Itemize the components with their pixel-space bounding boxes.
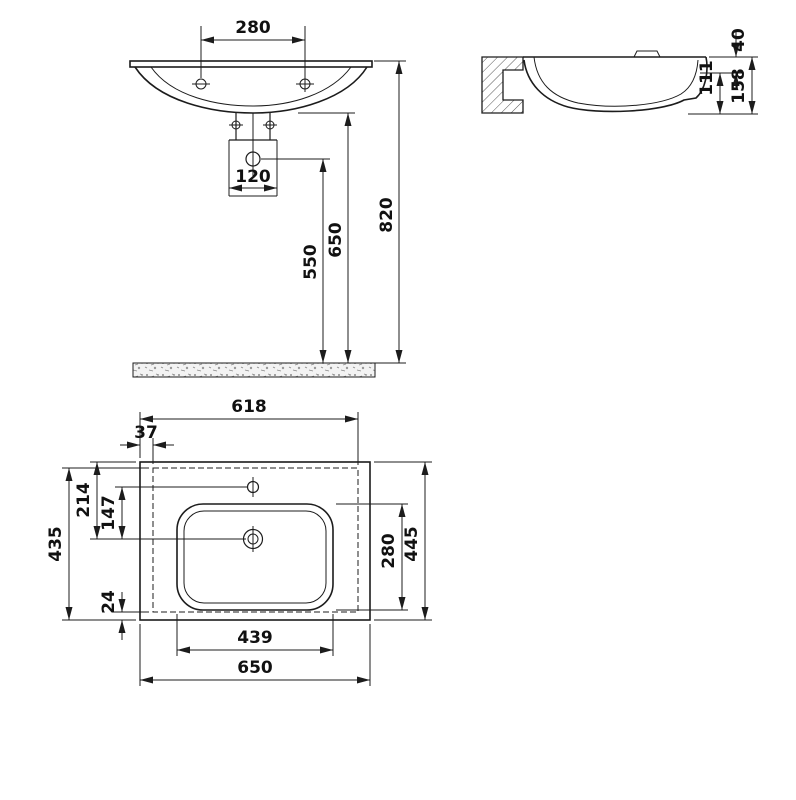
floor-hatch xyxy=(132,362,376,378)
dim-147: 147 xyxy=(99,486,247,539)
basin-outline-plan xyxy=(176,503,334,611)
dim-label-650-plan: 650 xyxy=(237,658,273,678)
plan-view: 618 37 214 147 435 xyxy=(46,397,432,686)
side-view: 40 111 158 xyxy=(481,28,758,115)
dim-label-439: 439 xyxy=(237,628,273,648)
drain-hole-plan xyxy=(242,526,264,552)
dim-650-plan: 650 xyxy=(139,624,371,686)
dim-445: 445 xyxy=(374,461,432,621)
dim-label-650-front: 650 xyxy=(326,222,346,258)
dim-550: 550 xyxy=(261,158,330,363)
dim-435: 435 xyxy=(46,467,149,621)
dim-label-435: 435 xyxy=(46,526,66,562)
dim-label-445: 445 xyxy=(402,526,422,562)
dim-label-158: 158 xyxy=(729,68,749,104)
basin-inner-curve xyxy=(150,66,352,107)
bowl-outer-profile xyxy=(523,56,708,113)
dim-label-280-plan: 280 xyxy=(379,533,399,569)
dim-214: 214 xyxy=(74,461,246,540)
dim-label-24: 24 xyxy=(99,590,119,614)
sink-rim-front xyxy=(129,60,373,68)
dim-820: 820 xyxy=(374,60,406,364)
dim-439: 439 xyxy=(176,614,334,656)
drain-outlet-front xyxy=(228,113,278,197)
dim-label-147: 147 xyxy=(99,495,119,531)
front-view: 120 280 550 650 820 xyxy=(129,18,406,378)
dim-label-111: 111 xyxy=(697,60,717,96)
dim-label-550: 550 xyxy=(301,244,321,280)
dim-label-618: 618 xyxy=(231,397,267,417)
bowl-inner-profile xyxy=(533,56,699,107)
faucet-hole-left xyxy=(192,78,210,90)
dim-label-214: 214 xyxy=(74,482,94,518)
dim-280-front: 280 xyxy=(200,18,306,78)
tap-hole-section xyxy=(633,50,661,58)
dim-label-820: 820 xyxy=(377,197,397,233)
dim-label-120: 120 xyxy=(235,167,271,187)
dim-24: 24 xyxy=(99,590,149,640)
dim-111: 111 xyxy=(697,60,724,114)
dim-40: 40 xyxy=(729,28,749,87)
dim-618: 618 xyxy=(139,397,359,465)
dim-37: 37 xyxy=(120,423,174,464)
dim-label-280-front: 280 xyxy=(235,18,271,38)
basin-inner-rim-plan xyxy=(183,510,327,604)
hidden-edge-outline xyxy=(152,467,359,613)
faucet-hole-right xyxy=(296,76,314,92)
faucet-hole-plan xyxy=(246,477,260,497)
wall-bracket-section xyxy=(481,56,524,114)
dim-650-front: 650 xyxy=(298,112,355,363)
dim-label-37: 37 xyxy=(134,423,158,443)
dim-158: 158 xyxy=(729,57,756,114)
countertop-outline xyxy=(139,461,371,621)
dim-120: 120 xyxy=(229,167,277,192)
dim-280-plan: 280 xyxy=(336,503,408,611)
dim-label-40: 40 xyxy=(729,28,749,52)
